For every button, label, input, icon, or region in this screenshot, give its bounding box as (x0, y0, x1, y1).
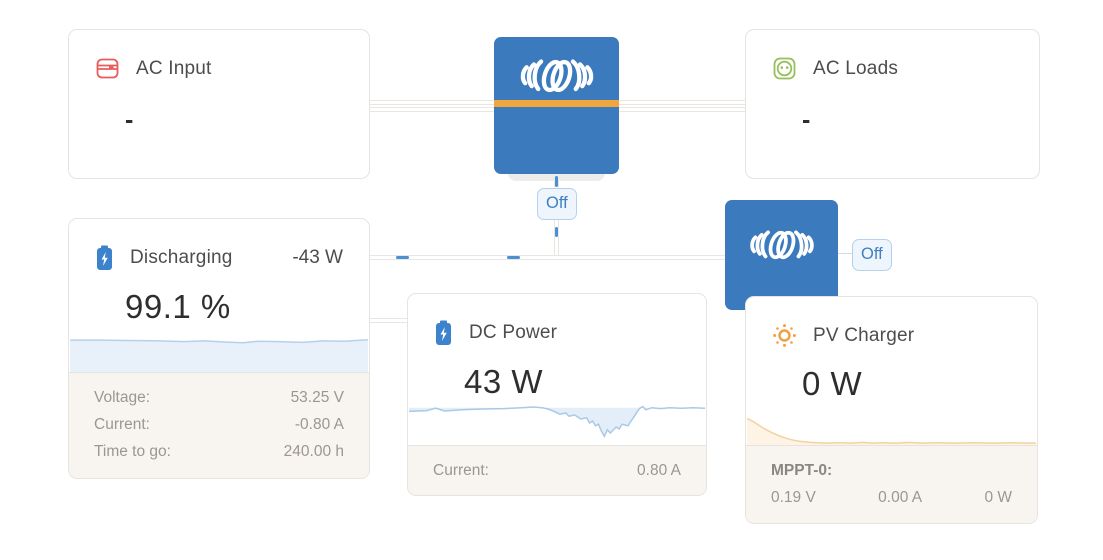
mppt-device[interactable] (725, 200, 838, 310)
card-title: Discharging (130, 247, 233, 268)
ac-input-wire-bottom (370, 107, 494, 112)
detail-row: Voltage: 53.25 V (94, 384, 344, 411)
mppt-status-badge: Off (852, 239, 892, 272)
flow-indicator (555, 227, 558, 237)
flow-indicator (396, 256, 409, 259)
battery-icon (436, 320, 451, 345)
mppt-tracker-label: MPPT-0: (771, 462, 833, 479)
victron-logo-icon (749, 230, 814, 260)
ac-input-card[interactable]: AC Input - (68, 29, 370, 179)
dc-bus-wire (370, 255, 725, 260)
detail-label: Current: (94, 416, 150, 433)
detail-row: Current: 0.80 A (433, 457, 681, 484)
tracker-power: 0 W (984, 489, 1012, 506)
detail-label: Voltage: (94, 389, 151, 406)
battery-details: Voltage: 53.25 V Current: -0.80 A Time t… (69, 372, 369, 478)
dc-power-details: Current: 0.80 A (408, 445, 706, 495)
pv-sparkline (747, 408, 1036, 445)
pv-power-value: 0 W (802, 365, 863, 402)
mppt-tracker-row: 0.19 V 0.00 A 0 W (771, 484, 1012, 511)
battery-card[interactable]: Discharging -43 W 99.1 % Voltage: 53.25 … (68, 218, 370, 479)
card-title: AC Input (136, 57, 212, 79)
inverter-dc-wire-upper (554, 174, 559, 188)
detail-label: Time to go: (94, 443, 171, 460)
ac-loads-wire-top (619, 100, 745, 105)
pv-charger-card[interactable]: PV Charger 0 W MPPT-0: 0.19 V 0.00 A 0 W (745, 296, 1038, 524)
ac-input-wire-top (370, 100, 494, 105)
battery-icon (97, 245, 112, 270)
grid-icon (96, 58, 119, 79)
battery-sparkline (70, 335, 368, 372)
card-title: PV Charger (813, 324, 915, 346)
pv-details: MPPT-0: 0.19 V 0.00 A 0 W (746, 445, 1037, 523)
ac-loads-card[interactable]: AC Loads - (745, 29, 1040, 179)
inverter-status-badge: Off (537, 188, 577, 221)
card-title: AC Loads (813, 57, 899, 79)
ac-input-value: - (125, 106, 134, 134)
card-title: DC Power (469, 322, 558, 343)
inverter-device[interactable] (494, 37, 619, 174)
detail-value: 53.25 V (290, 389, 344, 406)
detail-row: Current: -0.80 A (94, 411, 344, 438)
detail-value: 0.80 A (637, 462, 681, 479)
sun-icon (773, 324, 796, 347)
battery-power: -43 W (292, 247, 343, 268)
ac-loads-value: - (802, 106, 811, 134)
detail-value: -0.80 A (294, 416, 344, 433)
inverter-ac-stripe (494, 100, 619, 107)
tracker-voltage: 0.19 V (771, 489, 816, 506)
flow-indicator (507, 256, 520, 259)
ac-loads-wire-bottom (619, 107, 745, 112)
detail-row: Time to go: 240.00 h (94, 438, 344, 465)
dc-power-sparkline (409, 401, 705, 441)
battery-dc-wire (370, 318, 407, 323)
victron-logo-icon (520, 59, 593, 93)
detail-label: Current: (433, 462, 489, 479)
inverter-dc-wire-lower (554, 219, 559, 256)
battery-soc: 99.1 % (125, 288, 231, 325)
detail-value: 240.00 h (283, 443, 344, 460)
dc-power-card[interactable]: DC Power 43 W Current: 0.80 A (407, 293, 707, 496)
mppt-badge-wire (838, 253, 852, 254)
dc-power-value: 43 W (464, 363, 544, 400)
tracker-current: 0.00 A (878, 489, 923, 506)
socket-icon (773, 57, 796, 80)
flow-indicator (555, 176, 558, 187)
